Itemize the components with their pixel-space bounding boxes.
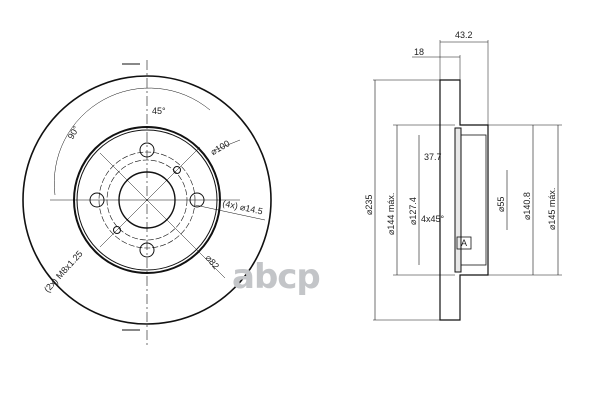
side-view-labels: 43.2 18 ⌀235 ⌀144 máx. ⌀127.4 37.7 4x45°… bbox=[364, 30, 557, 248]
thickness-label: 18 bbox=[414, 47, 424, 57]
watermark: abcp bbox=[232, 257, 321, 297]
dia-235-label: ⌀235 bbox=[364, 195, 374, 215]
angle-45-label: 45° bbox=[152, 106, 166, 116]
dia-55-label: ⌀55 bbox=[496, 197, 506, 212]
chamfer-label: 4x45° bbox=[421, 214, 445, 224]
dia-144-label: ⌀144 máx. bbox=[386, 193, 396, 235]
dia-145-label: ⌀145 máx. bbox=[547, 188, 557, 230]
dia-82-label: ⌀82 bbox=[203, 253, 221, 271]
dia-127-label: ⌀127.4 bbox=[408, 197, 418, 225]
angle-90-label: 90° bbox=[66, 124, 82, 141]
dim-37-label: 37.7 bbox=[424, 152, 442, 162]
front-view bbox=[22, 60, 272, 345]
side-view bbox=[373, 40, 562, 321]
holes-label: (4x) ⌀14.5 bbox=[222, 198, 264, 216]
datum-a-label: A bbox=[461, 238, 467, 248]
dia-100-label: ⌀100 bbox=[209, 138, 232, 157]
dia-140-label: ⌀140.8 bbox=[522, 192, 532, 220]
width-total-label: 43.2 bbox=[455, 30, 473, 40]
thread-label: (2x) M8x1.25 bbox=[42, 249, 85, 295]
